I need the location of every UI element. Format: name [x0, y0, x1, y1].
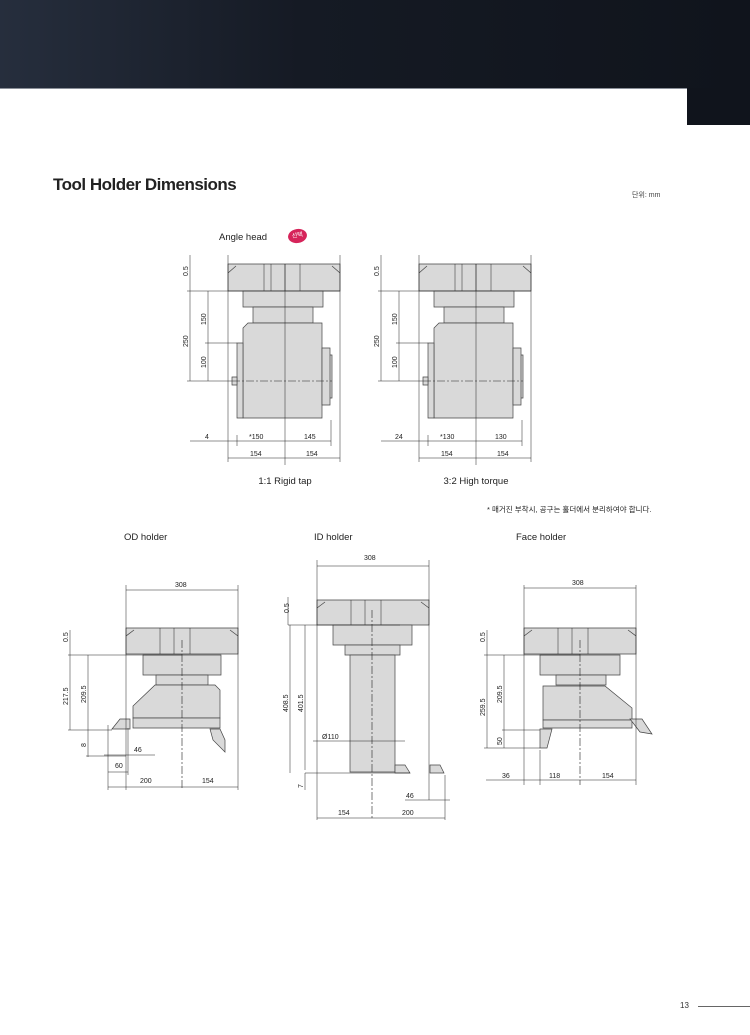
dim-half-left: 154 [250, 451, 262, 458]
dim-top: 0.5 [63, 632, 70, 642]
dim-upper: 150 [201, 313, 208, 325]
dim-top: 0.5 [183, 266, 190, 276]
dim-right: 154 [602, 773, 614, 780]
page-title: Tool Holder Dimensions [53, 175, 237, 194]
dim-body: 209.5 [81, 685, 88, 703]
dim-width: 308 [364, 555, 376, 562]
dim-top: 0.5 [284, 603, 291, 613]
dim-118: 118 [549, 773, 560, 780]
id-holder-title: ID holder [314, 532, 353, 543]
dim-upper: 150 [392, 313, 399, 325]
dim-tip: 50 [497, 737, 504, 745]
angle-head-label: Angle head [219, 232, 268, 243]
dim-width: 308 [572, 580, 584, 587]
dim-tip: 8 [81, 743, 88, 747]
dim-top: 0.5 [480, 632, 487, 642]
dim-right-width: 130 [495, 434, 507, 441]
dim-total: 250 [183, 335, 190, 347]
dim-left-width: *130 [440, 434, 455, 441]
od-holder-drawing [68, 585, 239, 790]
header-banner [0, 0, 750, 89]
dim-46: 46 [134, 747, 142, 754]
dim-body: 209.5 [497, 685, 504, 703]
unit-label: 단위: mm [632, 192, 661, 199]
dim-diameter: Ø110 [322, 734, 339, 741]
dim-left-width: *150 [249, 434, 264, 441]
high-torque-caption: 3:2 High torque [444, 476, 509, 487]
face-holder-title: Face holder [516, 532, 567, 543]
dim-60: 60 [115, 763, 123, 770]
magazine-note: * 매거진 부착시, 공구는 홀더에서 분리하여야 합니다. [487, 505, 652, 514]
dim-right: 200 [402, 810, 414, 817]
dim-lower: 100 [392, 356, 399, 368]
dim-total: 250 [374, 335, 381, 347]
face-holder-drawing [484, 585, 653, 785]
dim-half-right: 154 [497, 451, 509, 458]
dim-body: 401.5 [298, 694, 305, 712]
dim-total: 408.5 [283, 694, 290, 712]
rigid-tap-caption: 1:1 Rigid tap [258, 476, 311, 487]
rigid-tap-drawing [186, 254, 341, 466]
dim-top: 0.5 [374, 266, 381, 276]
dim-width: 308 [175, 582, 187, 589]
dim-right-width: 145 [304, 434, 316, 441]
dim-lower: 100 [201, 356, 208, 368]
dim-half-left: 154 [441, 451, 453, 458]
od-holder-title: OD holder [124, 532, 168, 543]
dim-tip: 7 [298, 784, 305, 788]
dim-left-offset: 24 [395, 434, 403, 441]
dim-total: 259.5 [480, 698, 487, 716]
dim-half-right: 154 [306, 451, 318, 458]
header-tab [687, 88, 750, 125]
dim-36: 36 [502, 773, 510, 780]
header-rule [0, 88, 687, 89]
page-number-rule [698, 1006, 750, 1007]
page-number: 13 [680, 1001, 689, 1010]
dim-46: 46 [406, 793, 414, 800]
dim-right: 154 [202, 778, 214, 785]
dim-left-offset: 4 [205, 434, 209, 441]
dim-total: 217.5 [63, 687, 70, 705]
dim-left: 154 [338, 810, 350, 817]
dim-left: 200 [140, 778, 152, 785]
id-holder-drawing [287, 560, 450, 820]
